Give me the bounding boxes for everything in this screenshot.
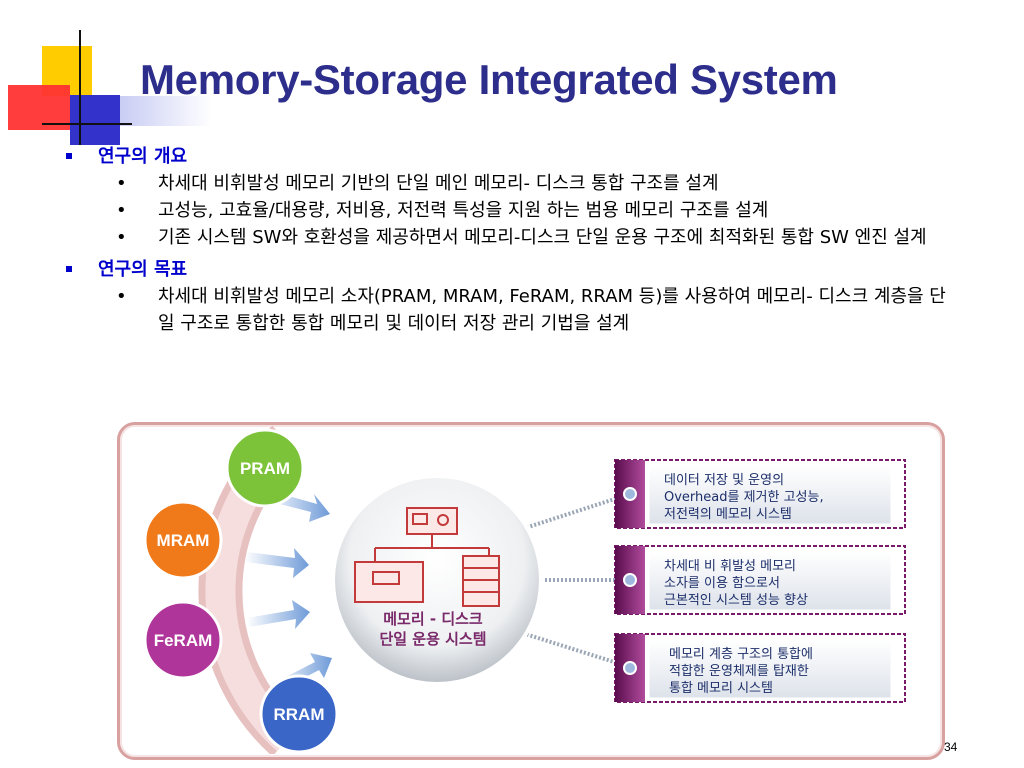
center-label-line1: 메모리 - 디스크 xyxy=(383,610,483,628)
arrow-icon xyxy=(247,600,310,629)
box-text: 적합한 운영체제를 탑재한 xyxy=(669,664,809,679)
list-item: 차세대 비휘발성 메모리 소자(PRAM, MRAM, FeRAM, RRAM … xyxy=(66,283,958,337)
decor-horizontal-line xyxy=(42,123,132,125)
square-bullet-icon xyxy=(66,266,72,272)
goal-list: 차세대 비휘발성 메모리 소자(PRAM, MRAM, FeRAM, RRAM … xyxy=(66,283,956,337)
benefit-box-3: 메모리 계층 구조의 통합에 적합한 운영체제를 탑재한 통합 메모리 시스템 xyxy=(614,633,906,703)
slide-content: 연구의 개요 차세대 비휘발성 메모리 기반의 단일 메인 메모리- 디스크 통… xyxy=(66,138,956,337)
section-heading-text: 연구의 개요 xyxy=(98,146,188,167)
architecture-diagram: PRAM MRAM FeRAM RRAM 메모리 - 디스크 단일 운용 시스템 xyxy=(143,425,906,754)
memory-nodes: PRAM MRAM FeRAM RRAM xyxy=(143,428,339,754)
list-item: 차세대 비휘발성 메모리 기반의 단일 메인 메모리- 디스크 통합 구조를 설… xyxy=(66,170,948,197)
server-icon xyxy=(354,507,500,607)
connector-dot-icon xyxy=(623,487,637,501)
list-item: 고성능, 고효율/대용량, 저비용, 저전력 특성을 지원 하는 범용 메모리 … xyxy=(66,197,966,224)
rram-node xyxy=(259,674,339,754)
connector-dot-icon xyxy=(623,661,637,675)
arrows xyxy=(245,490,332,692)
slide-title: Memory-Storage Integrated System xyxy=(140,56,838,103)
mram-node xyxy=(143,500,223,580)
overview-list: 차세대 비휘발성 메모리 기반의 단일 메인 메모리- 디스크 통합 구조를 설… xyxy=(66,170,956,251)
feram-label: FeRAM xyxy=(154,631,213,650)
connector-dot-icon xyxy=(623,573,637,587)
list-item: 기존 시스템 SW와 호환성을 제공하면서 메모리-디스크 단일 운용 구조에 … xyxy=(66,224,928,251)
page-number: 34 xyxy=(944,740,958,754)
box-text: 데이터 저장 및 운영의 xyxy=(664,473,784,488)
pram-node xyxy=(225,428,305,508)
section-heading-text: 연구의 목표 xyxy=(98,259,188,280)
box-text: 소자를 이용 함으로서 xyxy=(664,576,780,591)
feram-node xyxy=(143,600,223,680)
section-heading-overview: 연구의 개요 xyxy=(66,142,956,168)
box-text: 저전력의 메모리 시스템 xyxy=(664,507,792,522)
box-text: 근본적인 시스템 성능 향상 xyxy=(664,593,808,608)
box-text: Overhead를 제거한 고성능, xyxy=(664,490,824,505)
mram-label: MRAM xyxy=(157,531,210,550)
pram-label: PRAM xyxy=(240,459,290,478)
decor-red-square xyxy=(8,85,70,130)
arrow-icon xyxy=(245,548,309,578)
decor-vertical-line xyxy=(79,30,81,145)
box-text: 차세대 비 휘발성 메모리 xyxy=(664,559,796,574)
section-heading-goal: 연구의 목표 xyxy=(66,255,956,281)
box-text: 메모리 계층 구조의 통합에 xyxy=(669,647,813,662)
center-node xyxy=(331,474,543,686)
square-bullet-icon xyxy=(66,153,72,159)
decor-blue-square xyxy=(70,95,120,145)
benefit-box-2: 차세대 비 휘발성 메모리 소자를 이용 함으로서 근본적인 시스템 성능 향상 xyxy=(614,545,906,615)
center-label-line2: 단일 운용 시스템 xyxy=(379,630,486,648)
rram-label: RRAM xyxy=(274,705,325,724)
box-text: 통합 메모리 시스템 xyxy=(669,681,773,696)
benefit-box-1: 데이터 저장 및 운영의 Overhead를 제거한 고성능, 저전력의 메모리… xyxy=(614,459,906,529)
